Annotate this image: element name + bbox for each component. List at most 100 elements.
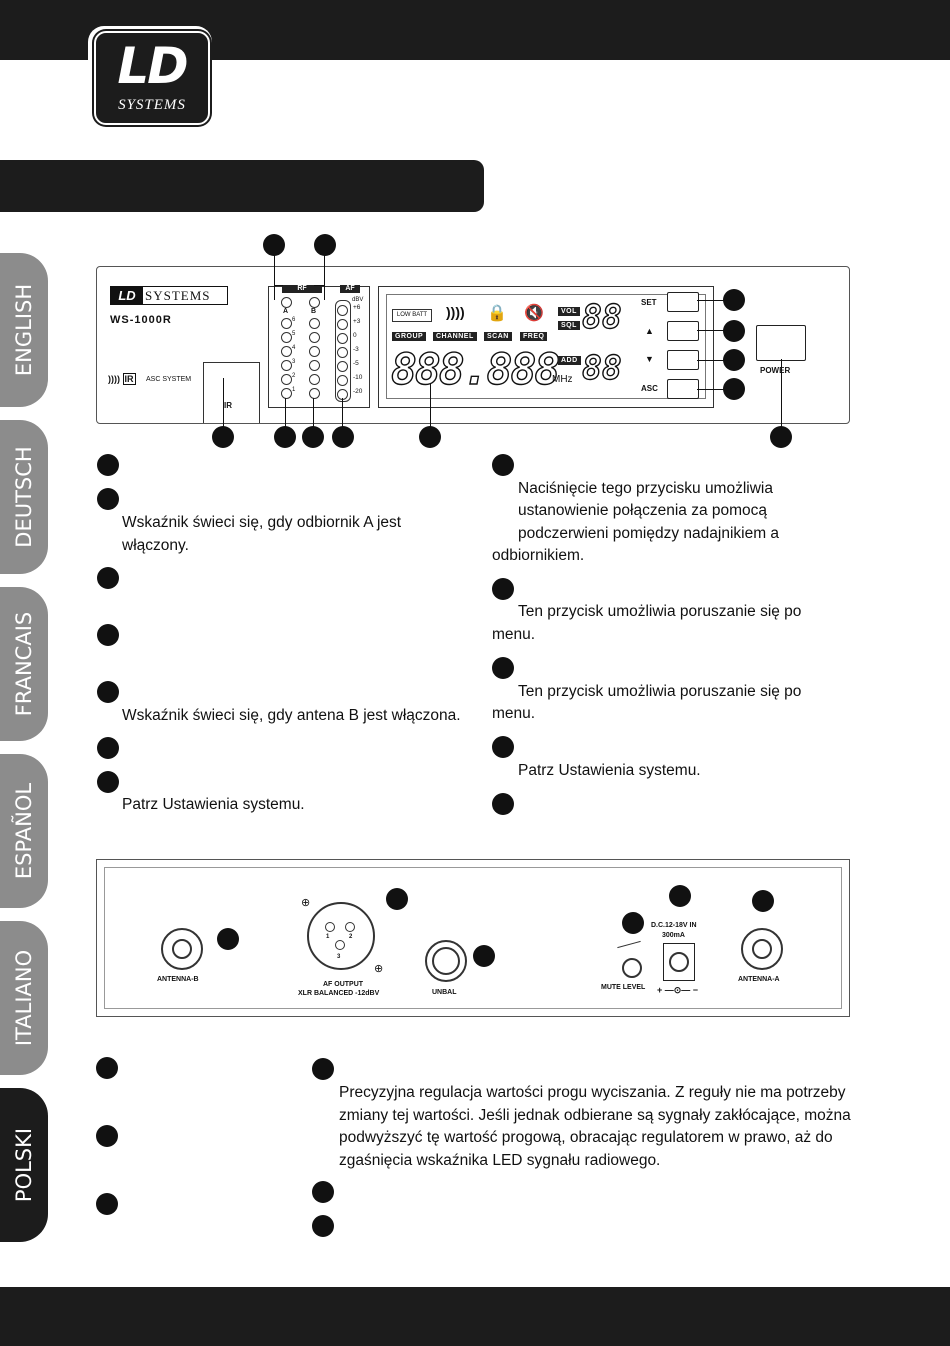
xlr-pin1: 1: [326, 934, 330, 940]
callout-dot: [386, 888, 408, 910]
down-button[interactable]: [667, 350, 699, 370]
dc-polarity-icon: + —⊙— −: [657, 985, 699, 995]
set-button[interactable]: [667, 292, 699, 312]
channel-digits: 88: [581, 347, 622, 387]
bullet-dot: [312, 1181, 334, 1203]
desc-mute-level-line3: podwyższyć tę wartość progową, obracając…: [339, 1129, 833, 1146]
unbal-jack-core: [432, 947, 460, 975]
af-level-label: -5: [353, 360, 359, 367]
callout-dot: [302, 426, 324, 448]
callout-dot: [723, 349, 745, 371]
af-output-label: AF OUTPUT: [323, 981, 364, 988]
rf-level-number: 2: [292, 373, 296, 379]
callout-dot: [332, 426, 354, 448]
desc-rf-a: Wskaźnik świeci się, gdy odbiornik A jes…: [122, 514, 402, 554]
bullet-dot: [492, 454, 514, 476]
rf-b-level-led: [309, 374, 320, 385]
bullet-dot: [492, 578, 514, 600]
antenna-b-core: [172, 939, 192, 959]
af-level-label: +6: [353, 304, 361, 311]
desc-down-button: Ten przycisk umożliwia poruszanie się po: [518, 683, 802, 700]
rf-b-level-led: [309, 346, 320, 357]
lock-icon: 🔒: [487, 305, 507, 322]
xlr-pin-hole: [325, 922, 335, 932]
xlr-pin-hole: [345, 922, 355, 932]
power-button[interactable]: [756, 325, 806, 361]
section-title-bar: [0, 160, 484, 212]
rf-level-number: 4: [292, 345, 296, 351]
screw-icon: ⊕: [374, 963, 384, 975]
tab-italiano[interactable]: ITALIANO: [0, 921, 48, 1075]
callout-dot: [314, 234, 336, 256]
logo-systems-text: SYSTEMS: [118, 97, 186, 113]
xlr-balanced-label: XLR BALANCED -12dBV: [298, 990, 380, 997]
tab-francais[interactable]: FRANCAIS: [0, 587, 48, 741]
mute-icon: 🔇: [524, 305, 544, 322]
desc-mute-level-line2: zmiany tej wartości. Jeśli jednak odbier…: [339, 1107, 851, 1124]
model-label: WS-1000R: [110, 314, 172, 326]
lcd-frame: [378, 286, 714, 408]
tab-deutsch[interactable]: DEUTSCH: [0, 420, 48, 574]
callout-line: [274, 285, 283, 286]
antenna-a-label: ANTENNA-A: [738, 976, 780, 983]
power-label: POWER: [760, 366, 791, 375]
bullet-dot: [97, 488, 119, 510]
bullet-dot: [492, 657, 514, 679]
callout-dot: [723, 320, 745, 342]
freq-tag: FREQ: [520, 332, 548, 341]
desc-down-button-cont: menu.: [492, 705, 536, 722]
mhz-unit: MHz: [552, 374, 573, 385]
af-level-led: [337, 333, 348, 344]
desc-system-settings-left: Patrz Ustawienia systemu.: [122, 796, 305, 813]
add-tag: ADD: [558, 356, 581, 365]
frequency-digits: 888.888: [390, 344, 561, 395]
desc-asc-line1: Naciśnięcie tego przycisku umożliwia: [518, 480, 773, 497]
callout-dot: [770, 426, 792, 448]
desc-mute-level-line4: zgaśnięcia wskaźnika LED sygnału radiowe…: [339, 1152, 661, 1169]
ir-window: [203, 362, 260, 423]
dc-power-jack[interactable]: [663, 943, 695, 981]
screw-icon: ⊕: [301, 897, 311, 909]
desc-asc-line3: podczerwieni pomiędzy nadajnikiem a: [518, 525, 780, 542]
callout-dot: [473, 945, 495, 967]
ld-systems-logo: LD SYSTEMS: [94, 31, 210, 125]
af-level-label: -3: [353, 346, 359, 353]
xlr-output-connector[interactable]: 1 2 3: [307, 902, 375, 970]
bullet-dot: [312, 1058, 334, 1080]
desc-up-button-cont: menu.: [492, 626, 536, 643]
callout-dot: [752, 890, 774, 912]
af-level-label: +3: [353, 318, 361, 325]
callout-line: [274, 245, 275, 300]
sql-tag: SQL: [558, 321, 580, 330]
tab-label: ENGLISH: [12, 283, 36, 377]
rf-b-level-led: [309, 318, 320, 329]
callout-dot: [212, 426, 234, 448]
footer-bar: [0, 1287, 950, 1346]
front-brand-box: LD SYSTEMS: [110, 286, 228, 305]
up-button[interactable]: [667, 321, 699, 341]
asc-button[interactable]: [667, 379, 699, 399]
rf-a-letter: A: [283, 308, 289, 315]
antenna-b-connector[interactable]: [161, 928, 203, 970]
rf-b-led: [309, 297, 320, 308]
antenna-b-label: ANTENNA-B: [157, 976, 199, 983]
rf-a-level-led: [281, 360, 292, 371]
af-level-label: 0: [353, 332, 357, 339]
ir-window-label: IR: [224, 401, 232, 410]
rf-level-number: 6: [292, 317, 296, 323]
dc-in-label: D.C.12-18V IN: [651, 922, 697, 929]
callout-line: [223, 378, 224, 430]
bullet-dot: [312, 1215, 334, 1237]
low-batt-indicator: LOW BATT: [392, 309, 432, 322]
xlr-pin-hole: [335, 940, 345, 950]
af-level-led: [337, 305, 348, 316]
front-brand-ld: LD: [111, 287, 143, 304]
unbal-jack[interactable]: [425, 940, 467, 982]
tab-polski[interactable]: POLSKI: [0, 1088, 48, 1242]
antenna-a-connector[interactable]: [741, 928, 783, 970]
tab-english[interactable]: ENGLISH: [0, 253, 48, 407]
antenna-a-core: [752, 939, 772, 959]
tab-espanol[interactable]: ESPAÑOL: [0, 754, 48, 908]
af-level-led: [337, 319, 348, 330]
mute-level-knob[interactable]: [622, 958, 642, 978]
